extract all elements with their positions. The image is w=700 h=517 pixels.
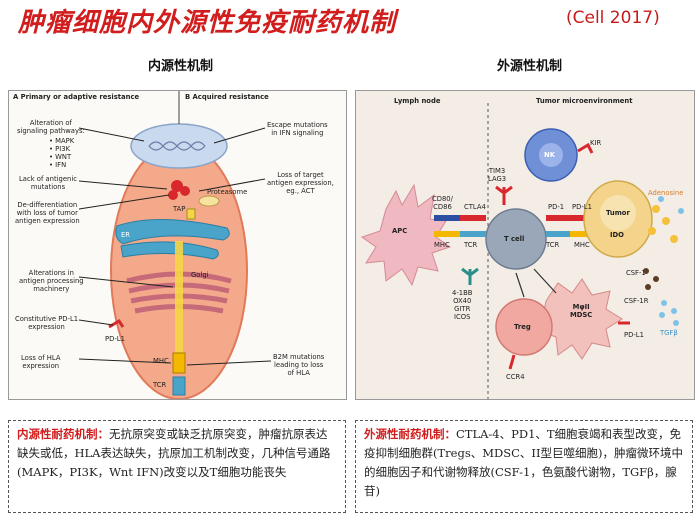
t-cell bbox=[485, 208, 547, 270]
label-tgfb: TGFβ bbox=[660, 329, 678, 337]
intrinsic-summary: 内源性耐药机制：无抗原突变或缺乏抗原突变，肿瘤抗原表达缺失或低，HLA表达缺失，… bbox=[8, 420, 346, 513]
label-ido: IDO bbox=[610, 231, 624, 239]
extrinsic-summary-label: 外源性耐药机制： bbox=[364, 427, 456, 441]
label-mhc-left: MHC bbox=[434, 241, 450, 249]
mdsc-cell bbox=[539, 278, 623, 360]
label-treg: Treg bbox=[514, 323, 531, 331]
label-golgi: Golgi bbox=[191, 271, 209, 279]
mhc-left-bar bbox=[434, 231, 460, 237]
apc-cell bbox=[360, 183, 452, 287]
label-b2m: B2M mutations leading to loss of HLA bbox=[273, 353, 325, 377]
tcr-right-bar bbox=[546, 231, 570, 237]
label-tim3: TIM3 LAG3 bbox=[488, 167, 507, 183]
label-tcr-left: TCR bbox=[464, 241, 478, 249]
label-dedifferentiation: De-differentiation with loss of tumor an… bbox=[15, 201, 80, 225]
label-pdl1: PD-L1 bbox=[572, 203, 592, 211]
label-alteration: Alteration of signaling pathways: bbox=[17, 119, 85, 135]
label-tcell: T cell bbox=[504, 235, 525, 243]
kir-receptor bbox=[577, 142, 594, 154]
label-loss-hla: Loss of HLA expression bbox=[21, 354, 61, 370]
label-pd1: PD-1 bbox=[548, 203, 565, 211]
label-pdl1-low: PD-L1 bbox=[624, 331, 644, 339]
pdl1-molecule bbox=[108, 318, 125, 329]
extrinsic-summary-text: CTLA-4、PD1、T细胞衰竭和表型改变，免疫抑制细胞群(Tregs、MDSC… bbox=[364, 427, 683, 498]
antigen-blob bbox=[171, 180, 183, 192]
label-lack-antigenic: Lack of antigenic mutations bbox=[19, 175, 77, 191]
panel-b-label: B Acquired resistance bbox=[185, 93, 269, 101]
label-tcr: TCR bbox=[153, 381, 167, 389]
label-er: ER bbox=[121, 231, 131, 239]
costim-receptor bbox=[461, 267, 479, 285]
label-kir: KIR bbox=[590, 139, 602, 147]
label-cd80: CD80/ CD86 bbox=[432, 195, 453, 211]
label-proteasome: Proteasome bbox=[207, 188, 248, 196]
label-pdl1: PD-L1 bbox=[105, 335, 125, 343]
label-csf1r: CSF-1R bbox=[624, 297, 649, 305]
mhc-right-bar bbox=[570, 231, 594, 237]
citation: (Cell 2017) bbox=[566, 8, 660, 28]
label-pdl1-constitutive: Constitutive PD-L1 expression bbox=[15, 315, 79, 331]
label-apc: APC bbox=[392, 227, 408, 235]
label-mhc-right: MHC bbox=[574, 241, 590, 249]
tcr-molecule bbox=[172, 376, 186, 396]
mhc-molecule bbox=[172, 352, 186, 374]
intrinsic-summary-label: 内源性耐药机制： bbox=[17, 427, 109, 441]
mhc-channel bbox=[175, 241, 183, 361]
label-mhc: MHC bbox=[153, 357, 169, 365]
label-csf1: CSF-1 bbox=[626, 269, 646, 277]
label-adenosine: Adenosine bbox=[648, 189, 684, 197]
extrinsic-svg bbox=[360, 103, 684, 399]
nucleus bbox=[130, 123, 228, 169]
label-mdsc: MφII MDSC bbox=[570, 303, 593, 319]
tap-transporter bbox=[186, 208, 196, 220]
er-organelle bbox=[115, 218, 230, 245]
treg-cell bbox=[495, 298, 553, 356]
intrinsic-diagram: A Primary or adaptive resistance B Acqui… bbox=[8, 90, 347, 400]
title-bar: 肿瘤细胞内外源性免疫耐药机制 (Cell 2017) bbox=[0, 0, 700, 38]
extrinsic-summary: 外源性耐药机制：CTLA-4、PD1、T细胞衰竭和表型改变，免疫抑制细胞群(Tr… bbox=[355, 420, 693, 513]
tcr-left-bar bbox=[460, 231, 486, 237]
intrinsic-summary-text: 无抗原突变或缺乏抗原突变，肿瘤抗原表达缺失或低，HLA表达缺失，抗原加工机制改变… bbox=[17, 427, 331, 479]
label-loss-target: Loss of target antigen expression, eg., … bbox=[267, 171, 334, 195]
label-costim: 4-1BB OX40 GITR ICOS bbox=[452, 289, 473, 321]
label-tap: TAP bbox=[173, 205, 186, 213]
heading-intrinsic: 内源性机制 bbox=[148, 59, 214, 74]
heading-extrinsic: 外源性机制 bbox=[497, 59, 563, 74]
label-nk: NK bbox=[544, 151, 555, 159]
intrinsic-svg bbox=[78, 91, 272, 399]
label-tcr-right: TCR bbox=[546, 241, 560, 249]
label-ccr4: CCR4 bbox=[506, 373, 525, 381]
tim3-receptor bbox=[495, 185, 513, 205]
extrinsic-diagram: Lymph node Tumor microenvironment APC CD… bbox=[355, 90, 695, 400]
label-escape-ifn: Escape mutations in IFN signaling bbox=[267, 121, 328, 137]
label-tumor: Tumor bbox=[606, 209, 630, 217]
proteasome bbox=[198, 195, 220, 207]
panel-a-label: A Primary or adaptive resistance bbox=[13, 93, 140, 101]
label-lymph-node: Lymph node bbox=[394, 97, 441, 105]
label-pathways: • MAPK • PI3K • WNT • IFN bbox=[49, 137, 75, 169]
label-tumor-microenv: Tumor microenvironment bbox=[536, 97, 633, 105]
label-ctla4: CTLA4 bbox=[464, 203, 486, 211]
label-alterations-apm: Alterations in antigen processing machin… bbox=[19, 269, 84, 293]
page-title: 肿瘤细胞内外源性免疫耐药机制 bbox=[18, 8, 397, 38]
